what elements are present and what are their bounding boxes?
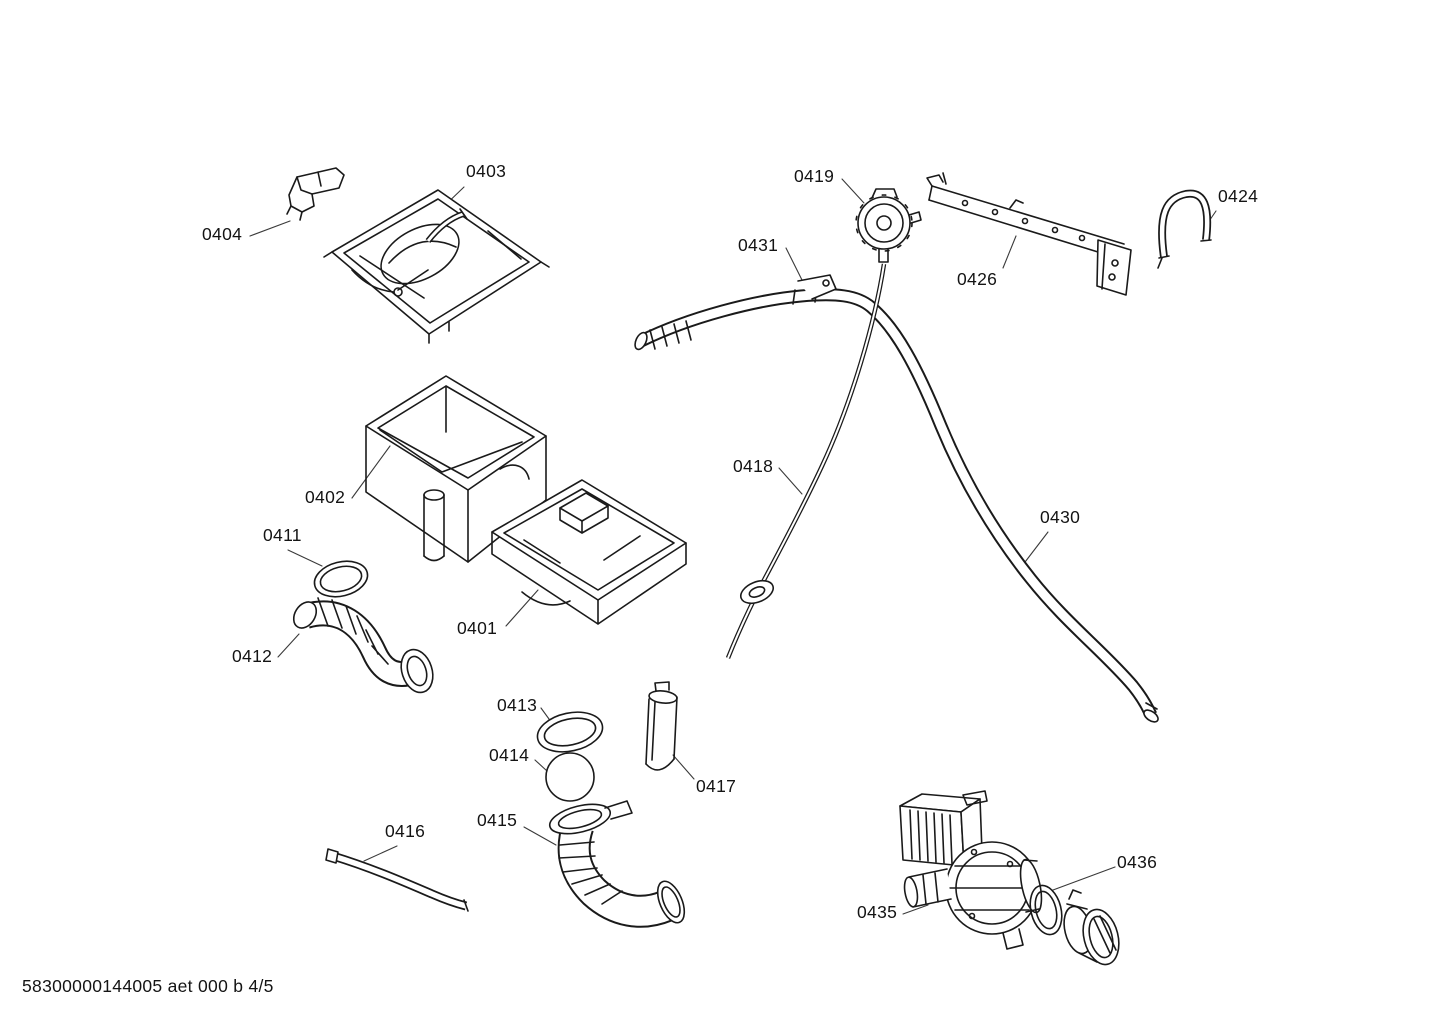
leader-0401 [505, 589, 539, 627]
part-0424-hose-crook [1157, 189, 1212, 269]
part-label-0418: 0418 [733, 456, 774, 476]
leader-0435 [902, 904, 929, 915]
part-label-0414: 0414 [489, 745, 530, 765]
part-0430-drain-hose [634, 288, 1159, 723]
part-0418-pressure-hose [725, 263, 887, 659]
leader-0415 [523, 826, 557, 846]
leader-0404 [249, 220, 291, 237]
part-label-0411: 0411 [263, 525, 302, 545]
leader-0416 [363, 845, 398, 862]
leader-0414 [534, 759, 548, 772]
part-0411-seal-ring [313, 560, 369, 598]
part-0426-support-rail [926, 172, 1132, 296]
leader-0418 [778, 467, 803, 495]
part-label-0430: 0430 [1040, 507, 1081, 527]
part-0419-pressure-switch [855, 188, 922, 263]
part-0415-elbow-hose [548, 800, 686, 928]
part-label-0435: 0435 [857, 902, 898, 922]
part-label-0426: 0426 [957, 269, 998, 289]
part-label-0403: 0403 [466, 161, 507, 181]
part-0401-dispenser-drawer [491, 479, 687, 625]
leader-0412 [277, 633, 300, 658]
leader-0431 [785, 247, 805, 285]
leader-0417 [672, 754, 695, 780]
leader-0402 [351, 445, 391, 499]
part-label-0419: 0419 [794, 166, 835, 186]
part-0417-pressure-chamber [645, 681, 678, 771]
part-0412-corrugated-hose [292, 597, 434, 694]
leader-0426 [1002, 235, 1017, 269]
part-0413-seal-ring [536, 711, 604, 753]
part-0404-bracket [286, 167, 345, 221]
leader-0436 [1052, 866, 1116, 891]
part-label-0412: 0412 [232, 646, 273, 666]
leader-0411 [287, 549, 323, 567]
part-label-0416: 0416 [385, 821, 426, 841]
part-0431-hose-clamp [792, 274, 837, 305]
part-label-0431: 0431 [738, 235, 779, 255]
part-0435-drain-pump [899, 790, 1043, 950]
leader-0430 [1021, 531, 1049, 567]
part-0414-valve-ball [545, 752, 595, 802]
part-label-0415: 0415 [477, 810, 518, 830]
document-code: 58300000144005 aet 000 b 4/5 [22, 976, 274, 996]
part-label-0402: 0402 [305, 487, 346, 507]
part-label-0424: 0424 [1218, 186, 1259, 206]
part-label-0404: 0404 [202, 224, 243, 244]
part-label-0417: 0417 [696, 776, 737, 796]
leader-lines [249, 178, 1217, 915]
leader-0419 [841, 178, 865, 204]
part-0416-inlet-hose [325, 848, 469, 912]
leader-0413 [540, 707, 550, 720]
part-0403-dispenser-cover [323, 189, 550, 344]
part-label-0413: 0413 [497, 695, 538, 715]
part-label-0401: 0401 [457, 618, 498, 638]
part-0436-seal-and-filter-cap [1029, 884, 1120, 966]
part-label-0436: 0436 [1117, 852, 1158, 872]
